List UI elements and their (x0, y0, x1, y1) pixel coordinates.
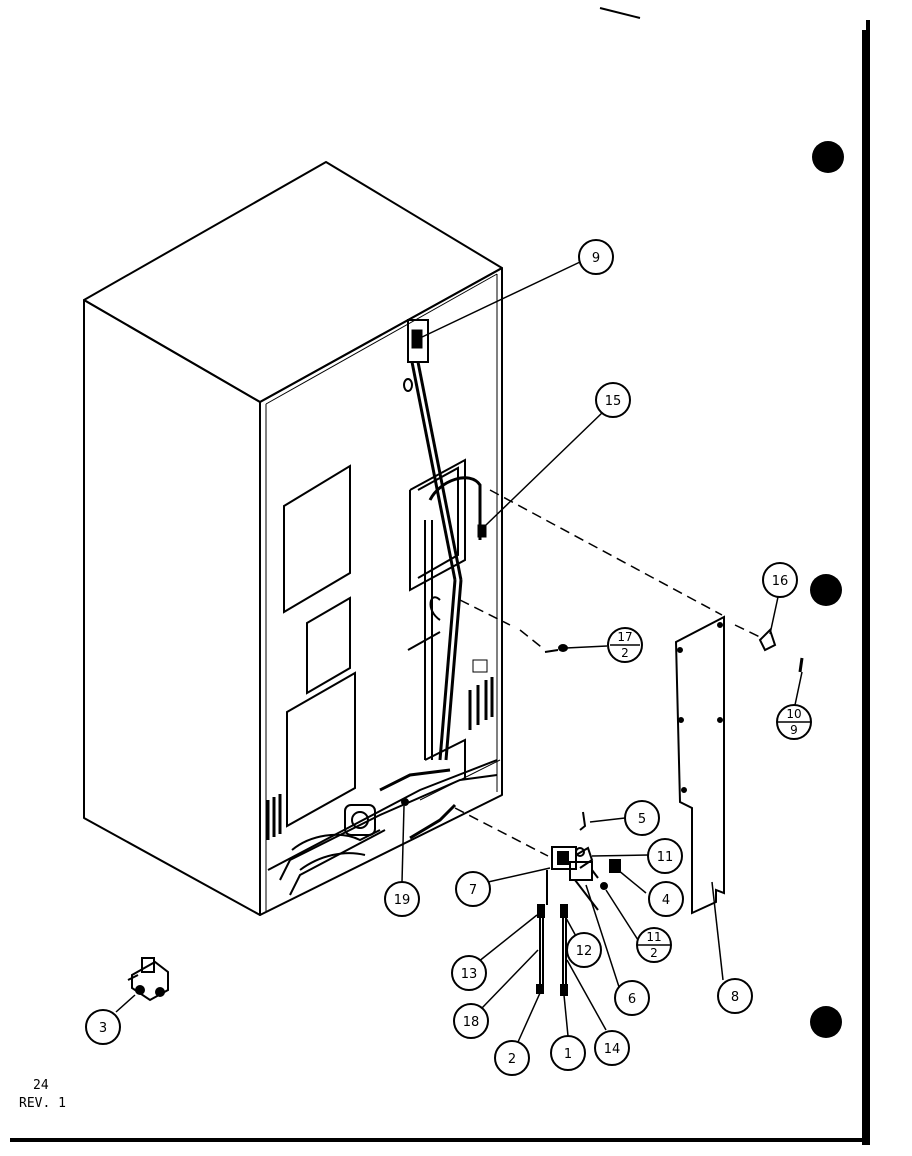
callout-8: 8 (717, 978, 753, 1014)
leader-lines (115, 261, 803, 1043)
svg-text:3: 3 (99, 1021, 107, 1036)
rear-cover-panel (674, 615, 725, 915)
callout-2: 2 (494, 1040, 530, 1076)
callout-19: 19 (384, 881, 420, 917)
callout-10-9: 10 9 (776, 704, 812, 740)
svg-text:2: 2 (621, 646, 629, 660)
callout-13: 13 (451, 955, 487, 991)
svg-text:11: 11 (646, 930, 661, 944)
page-number: 24 (33, 1078, 49, 1093)
svg-text:2: 2 (650, 946, 658, 960)
svg-text:17: 17 (617, 630, 632, 644)
svg-text:4: 4 (662, 893, 670, 908)
callout-12: 12 (566, 932, 602, 968)
svg-text:5: 5 (638, 812, 646, 827)
revision-label: REV. 1 (19, 1096, 66, 1111)
machine-compartment (266, 677, 501, 896)
svg-text:6: 6 (628, 992, 636, 1007)
callout-7: 7 (455, 871, 491, 907)
svg-text:8: 8 (731, 990, 739, 1005)
binder-holes (810, 141, 844, 1038)
svg-text:13: 13 (461, 967, 478, 982)
svg-text:16: 16 (772, 574, 789, 589)
callout-3: 3 (85, 1009, 121, 1045)
cabinet-side (83, 299, 261, 916)
callout-1: 1 (550, 1035, 586, 1071)
callout-14: 14 (594, 1030, 630, 1066)
svg-text:1: 1 (564, 1047, 572, 1062)
cabinet-top (83, 161, 503, 403)
svg-text:12: 12 (576, 944, 593, 959)
callout-11-2: 11 2 (636, 927, 672, 963)
hardware-parts (127, 628, 804, 1002)
svg-text:19: 19 (394, 893, 411, 908)
svg-text:10: 10 (786, 707, 801, 721)
callout-6: 6 (614, 980, 650, 1016)
callout-15: 15 (595, 382, 631, 418)
binder-hole-bottom (810, 1006, 842, 1038)
callout-5: 5 (624, 800, 660, 836)
callouts: 9 15 17 2 16 10 9 5 11 4 11 2 6 8 7 19 1… (85, 239, 812, 1076)
callout-16: 16 (762, 562, 798, 598)
callout-9: 9 (578, 239, 614, 275)
cabinet-back (259, 267, 503, 916)
svg-text:11: 11 (657, 850, 674, 865)
svg-text:14: 14 (604, 1042, 621, 1057)
svg-text:15: 15 (605, 394, 622, 409)
binder-hole-top (812, 141, 844, 173)
back-panel-plates (283, 464, 356, 828)
water-tubing (379, 319, 488, 792)
svg-text:7: 7 (469, 883, 477, 898)
callout-11: 11 (647, 838, 683, 874)
callout-18: 18 (453, 1003, 489, 1039)
binder-hole-middle (810, 574, 842, 606)
scan-border (10, 7, 870, 1145)
svg-text:9: 9 (790, 723, 798, 737)
svg-text:2: 2 (508, 1052, 516, 1067)
assembly-guide-lines (454, 489, 763, 857)
refrigerator-cabinet (83, 161, 503, 916)
svg-text:9: 9 (592, 251, 600, 266)
callout-17-2: 17 2 (607, 627, 643, 663)
callout-4: 4 (648, 881, 684, 917)
svg-text:18: 18 (463, 1015, 480, 1030)
